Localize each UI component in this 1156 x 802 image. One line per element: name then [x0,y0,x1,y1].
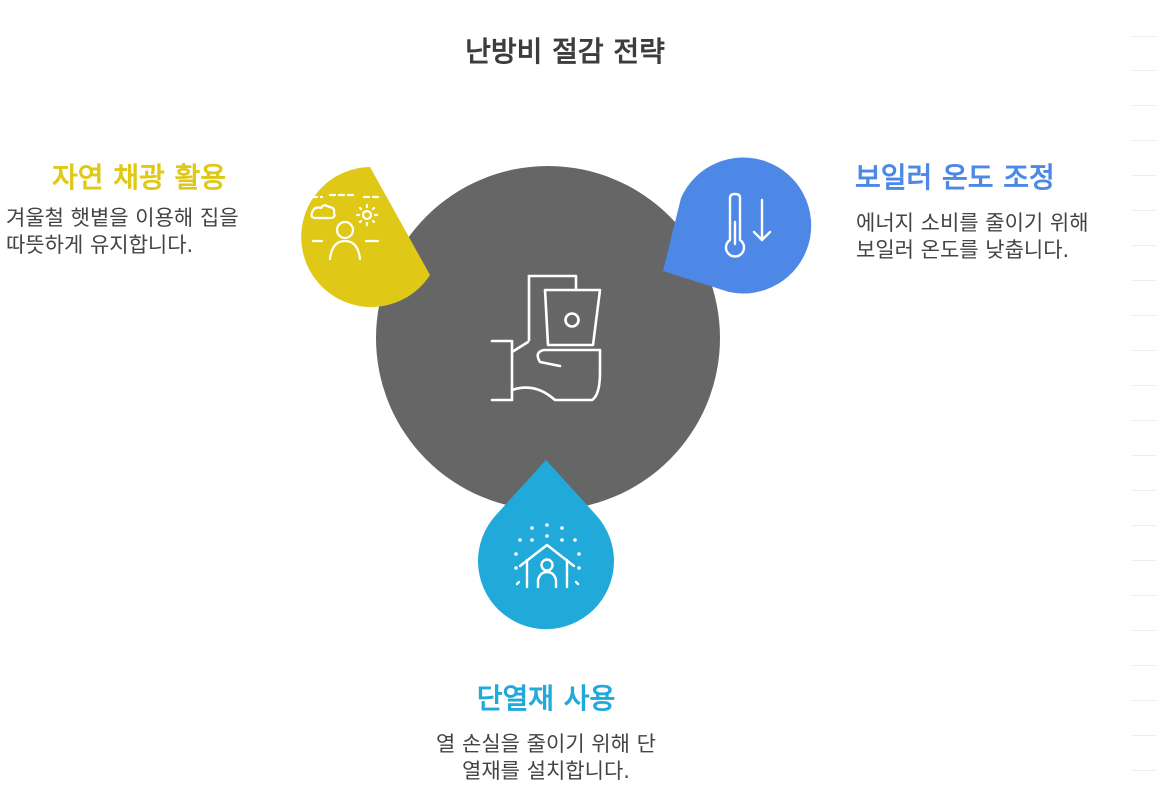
snow-dots [514,523,581,570]
insulation-description: 열 손실을 줄이기 위해 단열재를 설치합니다. [436,732,656,783]
hand-holding-money-icon [490,274,602,402]
boiler-temp-drop [663,157,812,294]
natural-light-description: 겨울철 햇볕을 이용해 집을 따뜻하게 유지합니다. [6,206,239,257]
natural-light-heading: 자연 채광 활용 [52,161,227,194]
thermometer-down-icon [724,192,772,258]
edge-ticks [1130,0,1156,802]
insulated-house-icon [515,543,580,589]
insulation-heading: 단열재 사용 [476,682,616,715]
person-sun-cloud-icon [310,193,380,261]
natural-light-drop [301,167,430,307]
boiler-temp-heading: 보일러 온도 조정 [855,161,1055,194]
boiler-temp-description: 에너지 소비를 줄이기 위해 보일러 온도를 낮춥니다. [856,211,1089,262]
page-title: 난방비 절감 전략 [465,35,665,68]
